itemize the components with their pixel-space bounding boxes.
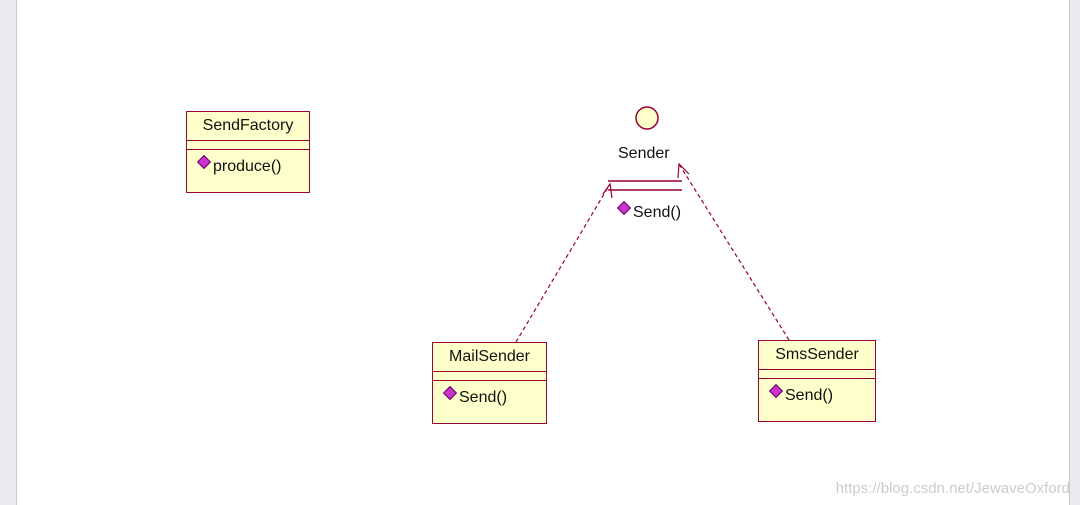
operations-compartment: Send() <box>759 379 875 413</box>
attributes-compartment <box>759 370 875 379</box>
class-smssender[interactable]: SmsSender Send() <box>758 340 876 422</box>
arrowhead-mailsender <box>602 182 613 199</box>
operation-label: Send() <box>785 387 834 404</box>
operation-icon <box>616 200 632 216</box>
interface-operation: Send() <box>616 200 682 222</box>
operation-label: produce() <box>213 158 282 175</box>
class-mailsender[interactable]: MailSender Send() <box>432 342 547 424</box>
operation-label: Send() <box>459 389 508 406</box>
interface-name[interactable]: Sender <box>618 145 670 162</box>
attributes-compartment <box>433 372 546 381</box>
operation-icon <box>196 154 212 170</box>
interface-circle[interactable] <box>635 106 659 130</box>
operation-label: Send() <box>633 204 682 221</box>
realization-smssender-sender[interactable] <box>678 163 790 341</box>
class-name: SmsSender <box>759 341 875 370</box>
watermark-text: https://blog.csdn.net/JewaveOxford <box>835 480 1070 497</box>
operation-icon <box>768 383 784 399</box>
class-name: MailSender <box>433 343 546 372</box>
operations-compartment: Send() <box>433 381 546 415</box>
attributes-compartment <box>187 141 309 150</box>
operations-compartment: produce() <box>187 150 309 184</box>
operation-icon <box>442 385 458 401</box>
class-name: SendFactory <box>187 112 309 141</box>
arrowhead-smssender <box>677 162 690 179</box>
class-sendfactory[interactable]: SendFactory produce() <box>186 111 310 193</box>
realization-mailsender-sender[interactable] <box>515 183 611 343</box>
